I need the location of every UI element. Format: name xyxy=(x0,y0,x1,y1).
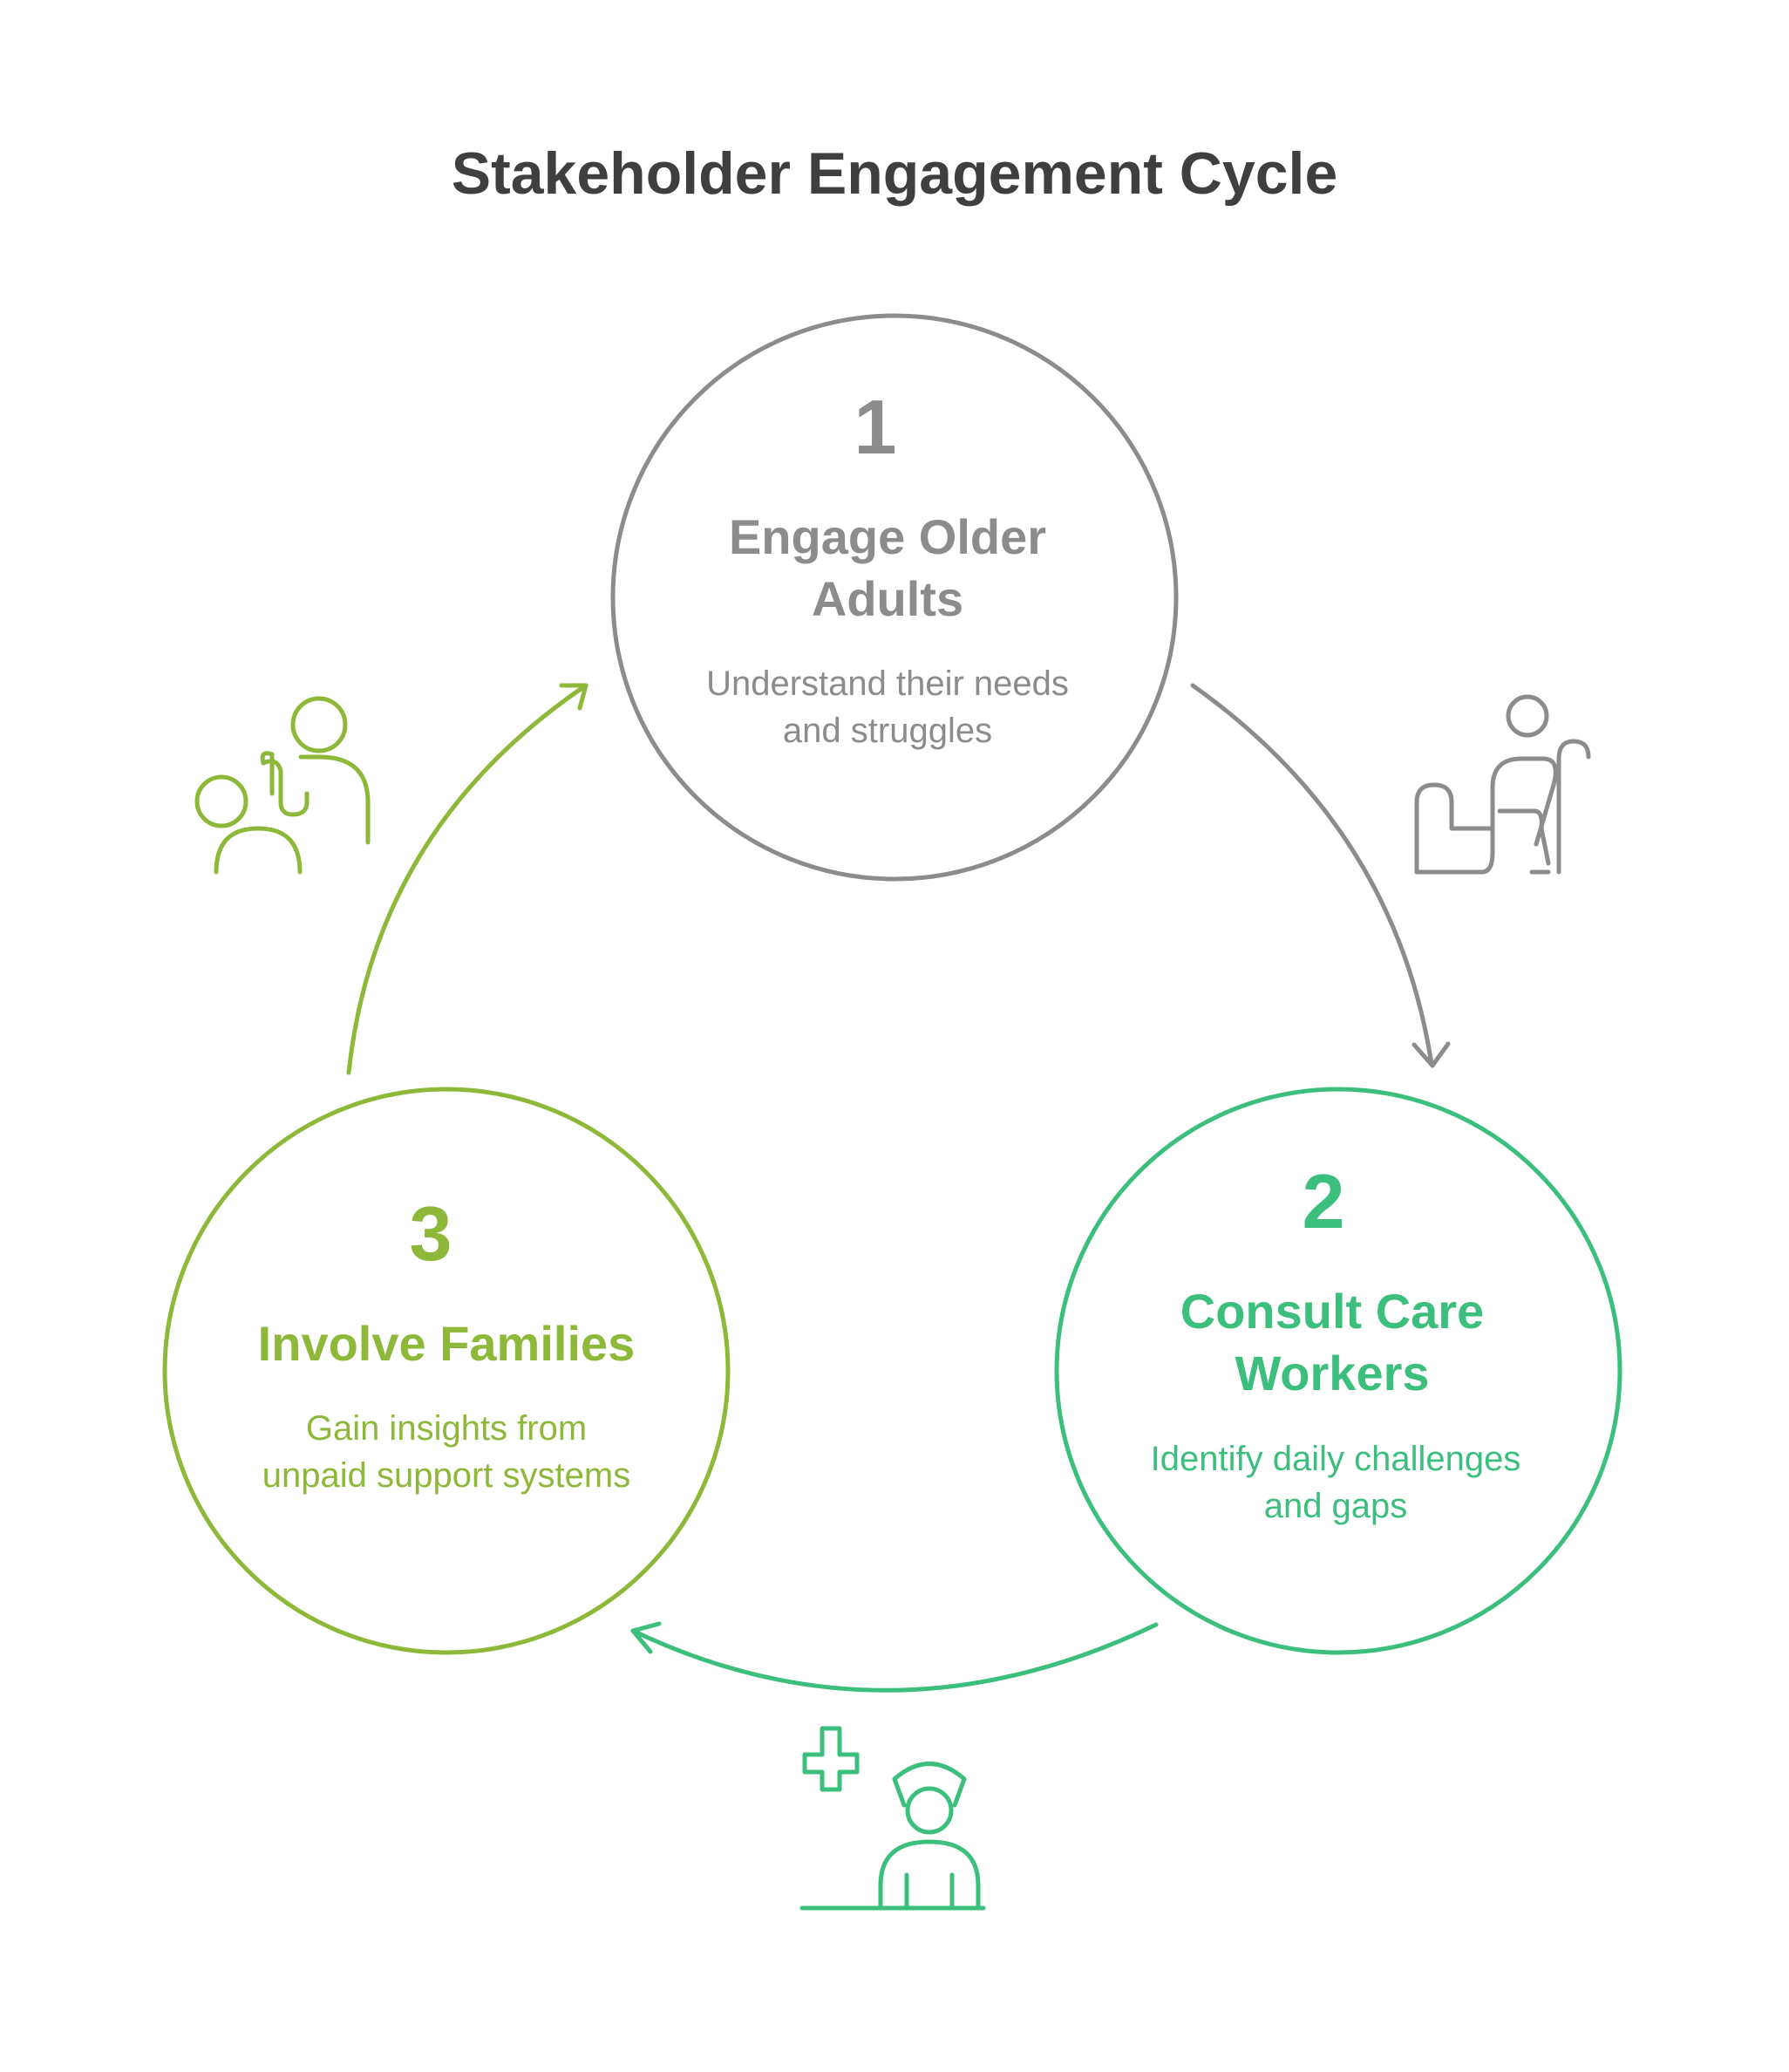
step-2-circle xyxy=(1054,1087,1622,1655)
diagram-title: Stakeholder Engagement Cycle xyxy=(452,140,1338,207)
arrow-step3-to-step1 xyxy=(346,683,588,1075)
step-2-desc-line1: Identify daily challenges xyxy=(1151,1440,1521,1478)
arrow-step1-to-step2 xyxy=(1190,683,1451,1068)
step-1-desc-line2: and struggles xyxy=(783,712,992,750)
step-3-desc-line2: unpaid support systems xyxy=(262,1456,630,1495)
step-3-circle xyxy=(162,1087,731,1655)
family-icon xyxy=(194,696,371,875)
step-1-heading-line2: Adults xyxy=(812,571,963,626)
step-2-desc-line2: and gaps xyxy=(1264,1487,1408,1525)
step-3-number: 3 xyxy=(410,1190,452,1277)
elderly-person-with-cane-icon xyxy=(1414,694,1591,875)
step-3-desc-line1: Gain insights from xyxy=(306,1409,587,1448)
step-1-circle xyxy=(610,313,1179,882)
step-1: 1 Engage Older Adults Understand their n… xyxy=(610,313,1179,882)
step-2-number: 2 xyxy=(1303,1158,1345,1244)
step-1-desc-line1: Understand their needs xyxy=(706,665,1069,703)
step-2: 2 Consult Care Workers Identify daily ch… xyxy=(1054,1087,1622,1655)
step-2-heading-line1: Consult Care xyxy=(1180,1284,1485,1339)
nurse-icon xyxy=(799,1726,986,1911)
step-3: 3 Involve Families Gain insights from un… xyxy=(162,1087,731,1655)
step-2-heading-line2: Workers xyxy=(1235,1346,1429,1401)
step-3-heading-line1: Involve Families xyxy=(258,1316,636,1371)
step-1-heading-line1: Engage Older xyxy=(729,509,1046,564)
arrow-step2-to-step3 xyxy=(630,1621,1159,1693)
step-1-number: 1 xyxy=(854,384,897,470)
